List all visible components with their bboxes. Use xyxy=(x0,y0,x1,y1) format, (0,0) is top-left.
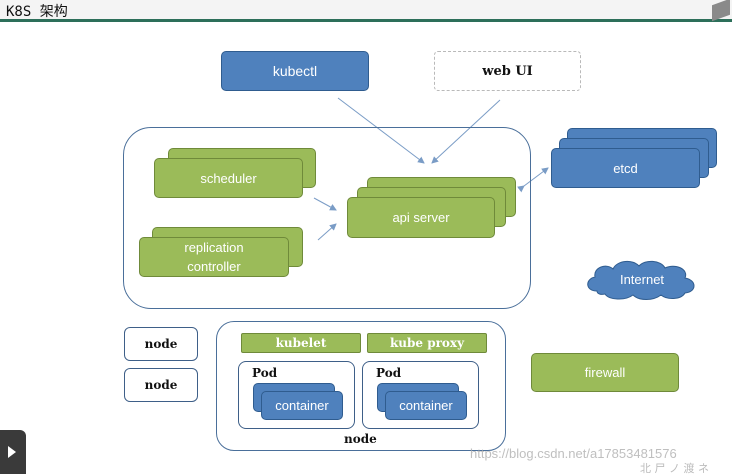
web-ui-box: web UI xyxy=(434,51,581,91)
api-server-box: api server xyxy=(347,197,495,238)
container-2-box: container xyxy=(385,391,467,420)
internet-cloud-icon xyxy=(587,260,695,300)
replication-controller-box: replication controller xyxy=(139,237,289,277)
pod-1-label: Pod xyxy=(252,366,278,380)
node-box-2: node xyxy=(124,368,198,402)
watermark-url: https://blog.csdn.net/a17853481576 xyxy=(470,446,677,461)
arrow-kubectl-to-api xyxy=(337,97,425,164)
replication-controller-label: replication controller xyxy=(184,240,244,274)
kubectl-box: kubectl xyxy=(221,51,369,91)
container-2-label: container xyxy=(399,398,453,413)
play-icon xyxy=(8,446,16,458)
pod-2-label: Pod xyxy=(376,366,402,380)
container-1-box: container xyxy=(261,391,343,420)
arrow-replication-to-api xyxy=(317,223,337,241)
node-box-2-label: node xyxy=(144,378,178,392)
master-node-outline xyxy=(123,127,531,309)
worker-node-label: node xyxy=(344,432,377,446)
internet-text-wrap: Internet xyxy=(583,257,701,301)
firewall-label: firewall xyxy=(584,365,626,380)
watermark-glyphs: 北 尸 ノ 渡 ネ xyxy=(640,462,709,475)
pod-1-outline xyxy=(238,361,355,429)
kubelet-box: kubelet xyxy=(241,333,361,353)
internet-label: Internet xyxy=(619,271,665,287)
slide-title: K8S 架构 xyxy=(6,4,68,20)
container-1-label: container xyxy=(275,398,329,413)
api-server-label: api server xyxy=(392,210,450,225)
firewall-box: firewall xyxy=(531,353,679,392)
kubelet-label: kubelet xyxy=(275,336,327,350)
kubectl-label: kubectl xyxy=(272,63,318,79)
header-divider xyxy=(0,19,732,22)
kube-proxy-box: kube proxy xyxy=(367,333,487,353)
node-box-1-label: node xyxy=(144,337,178,351)
scheduler-box: scheduler xyxy=(154,158,303,198)
kube-proxy-label: kube proxy xyxy=(389,336,465,350)
etcd-label: etcd xyxy=(613,160,638,176)
node-box-1: node xyxy=(124,327,198,361)
web-ui-label: web UI xyxy=(482,63,533,79)
worker-node-outline xyxy=(216,321,506,451)
title-bar: K8S 架构 xyxy=(0,0,732,20)
arrow-webui-to-api xyxy=(431,99,501,164)
arrow-scheduler-to-api xyxy=(313,197,337,211)
scheduler-label: scheduler xyxy=(200,170,257,186)
etcd-box: etcd xyxy=(551,148,700,188)
pod-2-outline xyxy=(362,361,479,429)
arrow-api-to-etcd xyxy=(517,167,549,193)
